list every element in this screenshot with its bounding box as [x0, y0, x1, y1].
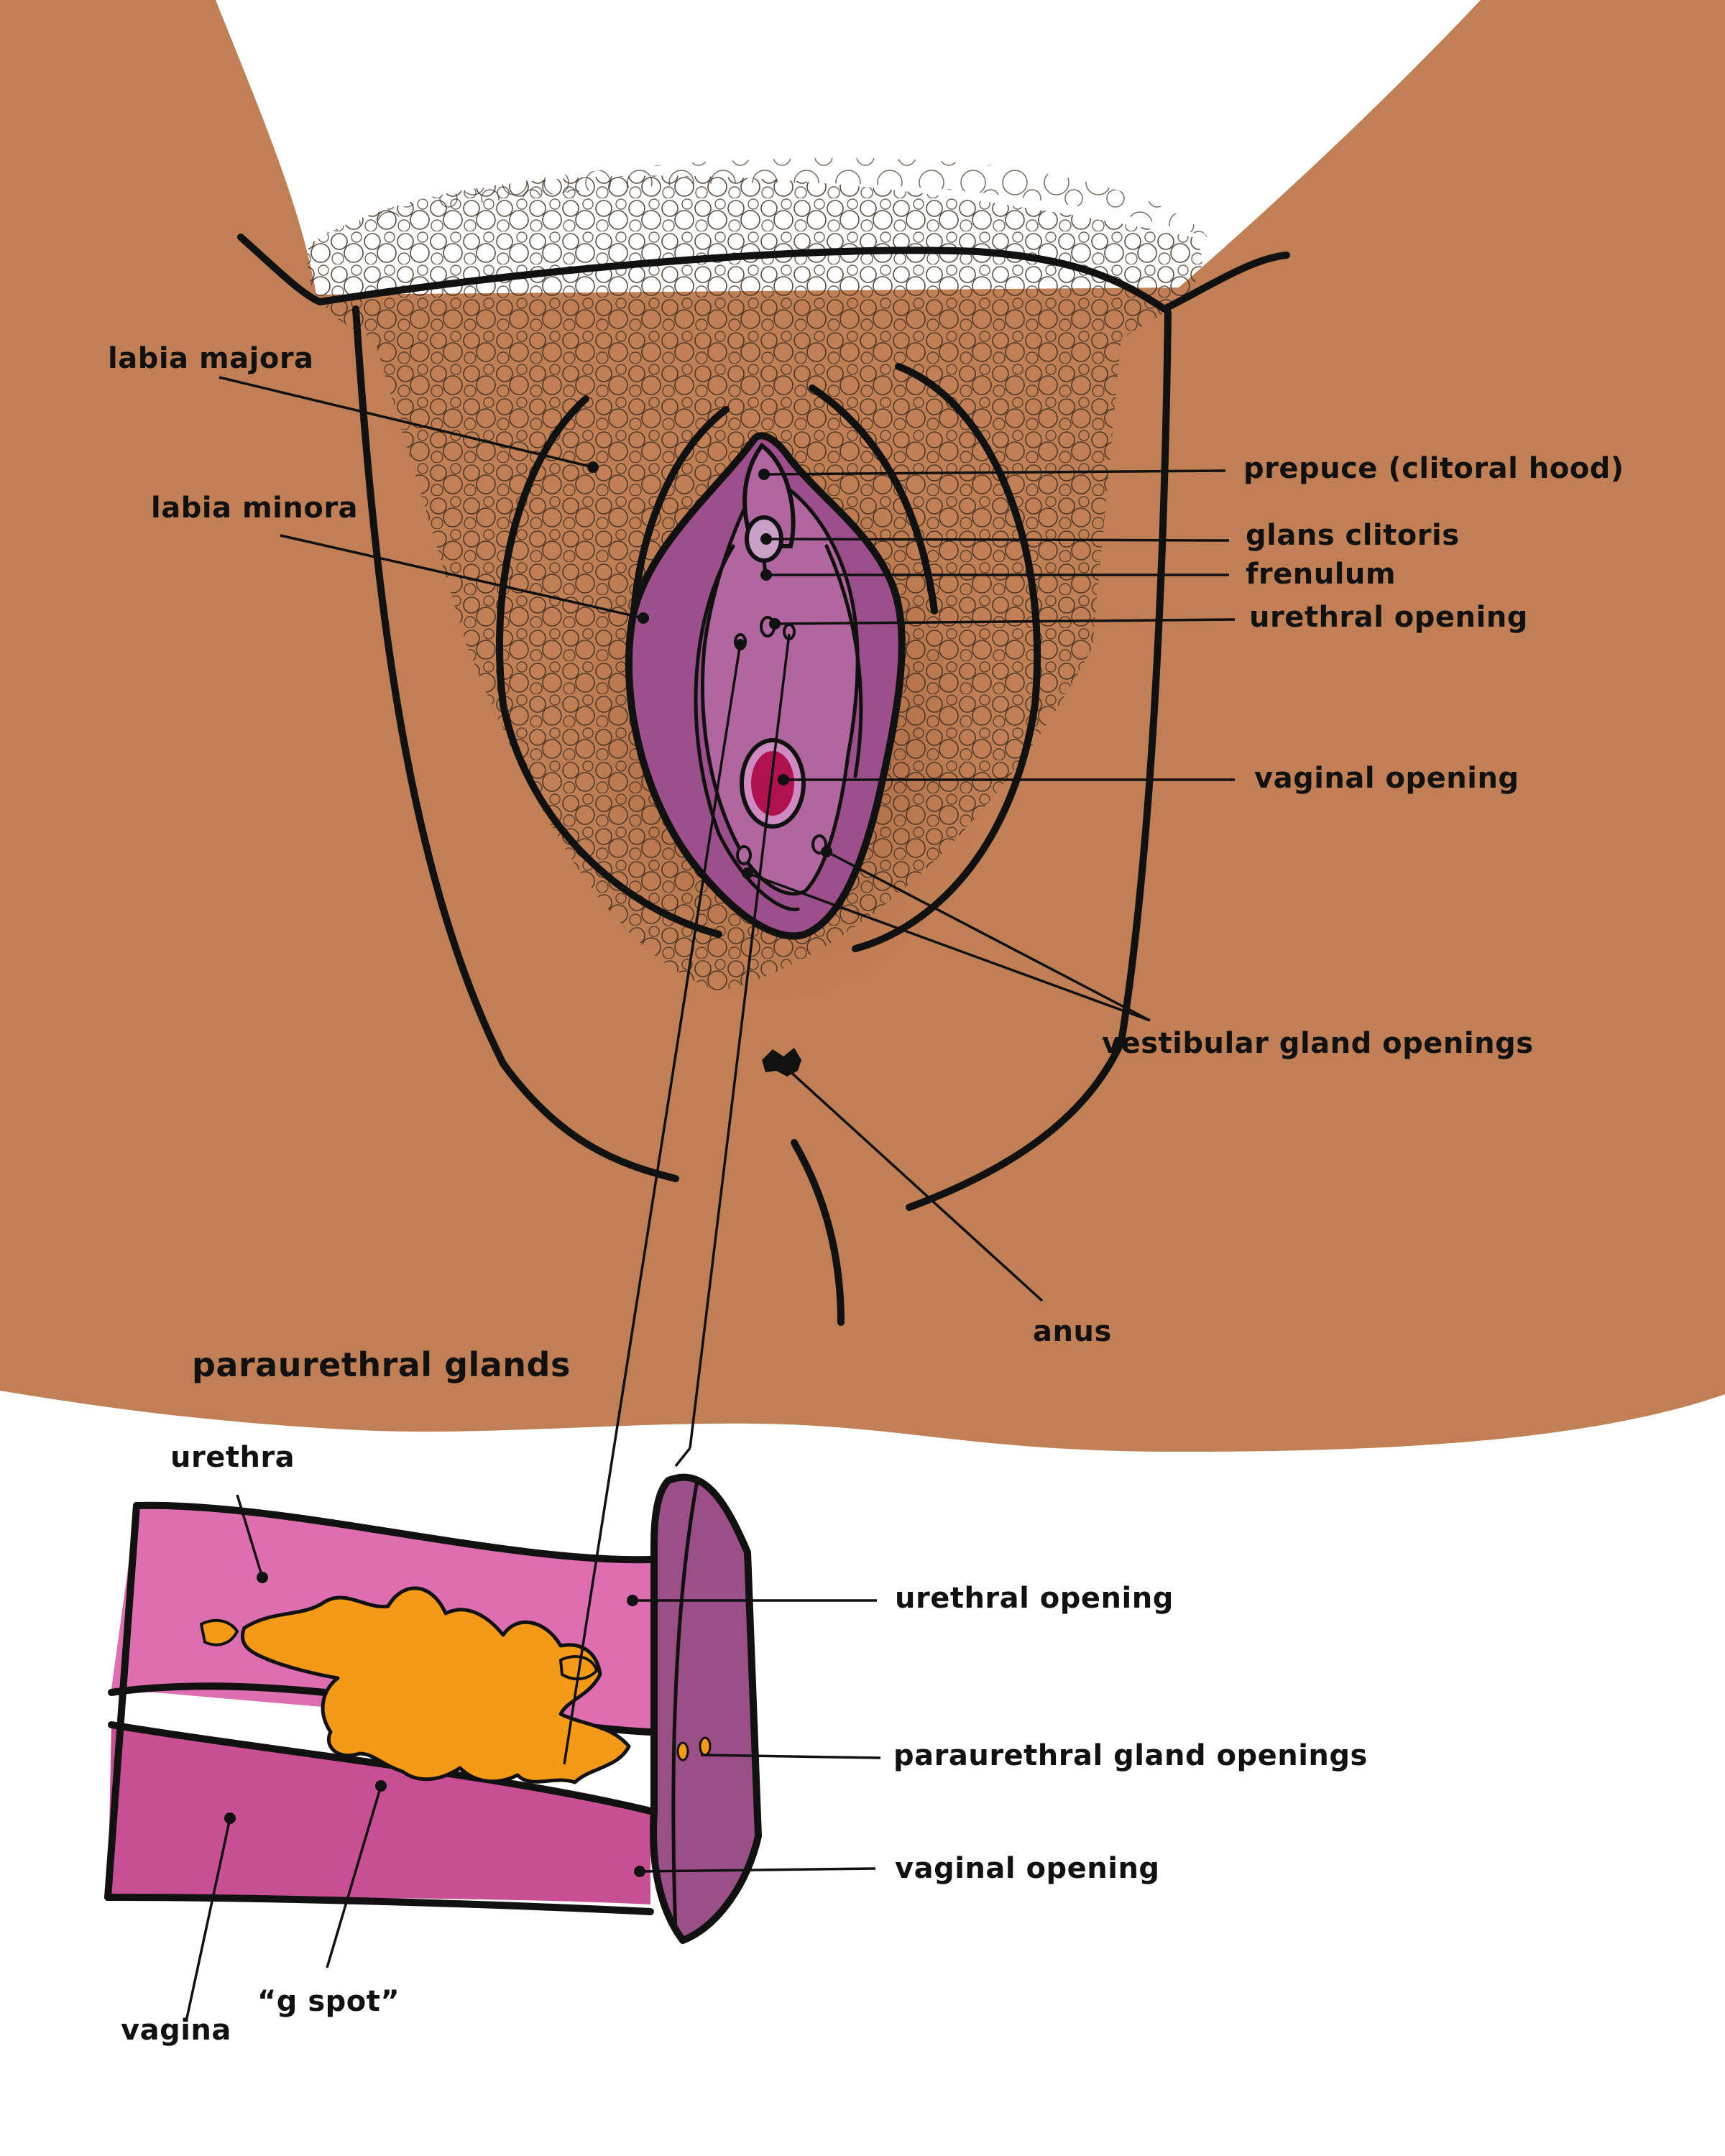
inner-fold-left	[694, 544, 800, 912]
label-anus: anus	[1033, 1315, 1112, 1348]
perineum-line	[791, 1139, 845, 1326]
pubic-line	[237, 234, 1290, 313]
label-labia-minora: labia minora	[151, 492, 358, 525]
vagina-bottom-outline	[104, 1894, 654, 1915]
vaginal-opening-inner	[751, 751, 794, 816]
label-g-spot: “g spot”	[257, 1985, 400, 2018]
label-labia-majora: labia majora	[108, 342, 314, 375]
gland-opening-1	[676, 1741, 689, 1761]
inner-fold-right	[824, 544, 863, 778]
vestibular-gland-left	[736, 845, 752, 865]
labia-majora-right-inner	[809, 384, 938, 614]
labia-majora-left-outline	[496, 395, 722, 938]
label-vestibular-gland-openings: vestibular gland openings	[1102, 1027, 1534, 1060]
label-urethral-opening: urethral opening	[1249, 601, 1528, 634]
leader-lines	[185, 376, 1236, 2019]
opening-disc-edge	[671, 1478, 699, 1935]
urethra-top-outline	[133, 1501, 654, 1564]
paraurethral-glands-shape	[241, 1586, 631, 1784]
label-glans-clitoris: glans clitoris	[1246, 519, 1460, 552]
opening-disc	[650, 1473, 762, 1944]
label-prepuce: prepuce (clitoral hood)	[1243, 452, 1624, 485]
paraurethral-glands-fleck	[199, 1618, 239, 1646]
inset-heading: paraurethral glands	[192, 1345, 571, 1384]
label-vagina: vagina	[121, 2014, 231, 2047]
label-urethra: urethra	[170, 1441, 295, 1474]
label-inset-urethral-opening: urethral opening	[895, 1582, 1174, 1615]
label-inset-vaginal-opening: vaginal opening	[895, 1852, 1160, 1885]
gland-opening-2	[699, 1736, 712, 1756]
label-frenulum: frenulum	[1246, 558, 1396, 591]
inset-diagram	[104, 1473, 762, 1944]
label-paraurethral-gland-openings: paraurethral gland openings	[893, 1739, 1368, 1772]
right-thigh-line	[906, 309, 1172, 1211]
vagina-tube	[108, 1725, 650, 1904]
label-vaginal-opening: vaginal opening	[1254, 762, 1519, 795]
tube-left-end	[104, 1502, 140, 1901]
left-thigh-line	[352, 305, 679, 1182]
